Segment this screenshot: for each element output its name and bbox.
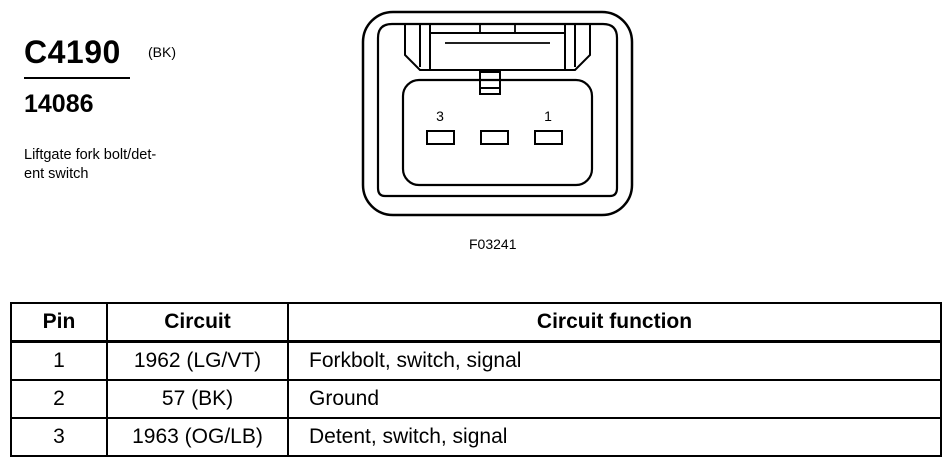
- cell-pin: 2: [10, 379, 108, 419]
- table-row: 2 57 (BK) Ground: [10, 379, 942, 419]
- connector-housing-outer: [361, 10, 634, 217]
- cell-circuit-function: Detent, switch, signal: [287, 417, 942, 457]
- table-row: 3 1963 (OG/LB) Detent, switch, signal: [10, 417, 942, 457]
- cell-circuit: 1962 (LG/VT): [106, 340, 289, 381]
- header-pin: Pin: [10, 302, 108, 343]
- pinout-table: Pin Circuit Circuit function 1 1962 (LG/…: [10, 302, 942, 457]
- pin-label-3: 3: [436, 108, 444, 124]
- pin-label-1: 1: [544, 108, 552, 124]
- cell-circuit: 1963 (OG/LB): [106, 417, 289, 457]
- table-header-row: Pin Circuit Circuit function: [10, 302, 942, 343]
- title-underline: [24, 77, 130, 79]
- figure-id: F03241: [469, 236, 517, 252]
- pin-terminal-2: [480, 130, 509, 145]
- pin-cavity-body: [401, 78, 594, 187]
- description-line-2: ent switch: [24, 166, 89, 182]
- connector-housing-inner: [376, 22, 619, 198]
- pin-terminal-1: [534, 130, 563, 145]
- connector-face-diagram: 3 1: [361, 10, 634, 217]
- cell-pin: 1: [10, 340, 108, 381]
- cell-circuit-function: Forkbolt, switch, signal: [287, 340, 942, 381]
- description-line-1: Liftgate fork bolt/det-: [24, 147, 157, 163]
- connector-color-code: (BK): [148, 44, 176, 60]
- part-number: 14086: [24, 90, 94, 118]
- pin-terminal-3: [426, 130, 455, 145]
- header-circuit: Circuit: [106, 302, 289, 343]
- locking-shroud: [404, 25, 591, 71]
- connector-id: C4190: [24, 34, 121, 70]
- connector-description: Liftgate fork bolt/det- ent switch: [24, 146, 194, 184]
- polarization-key: [479, 71, 501, 95]
- table-row: 1 1962 (LG/VT) Forkbolt, switch, signal: [10, 340, 942, 381]
- cell-circuit: 57 (BK): [106, 379, 289, 419]
- header-circuit-function: Circuit function: [287, 302, 942, 343]
- cell-circuit-function: Ground: [287, 379, 942, 419]
- cell-pin: 3: [10, 417, 108, 457]
